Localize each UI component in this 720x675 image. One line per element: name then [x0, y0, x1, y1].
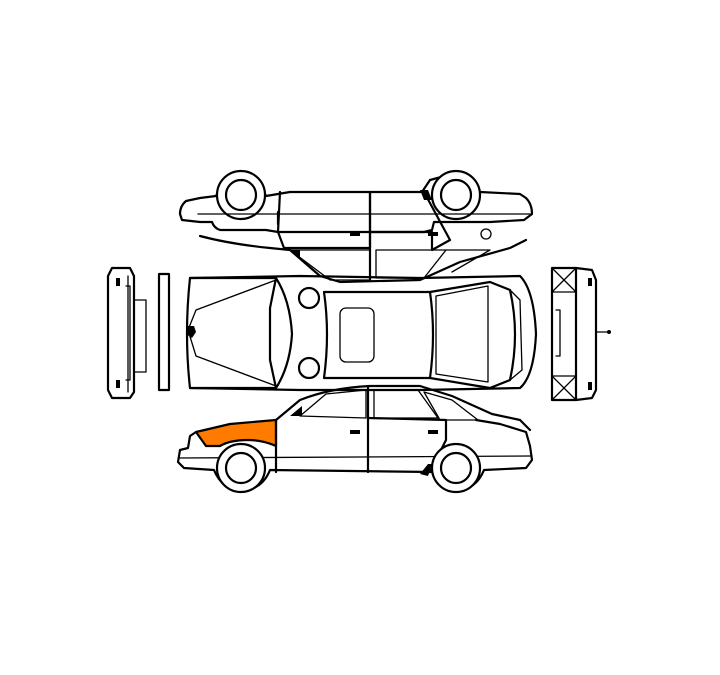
top-view	[185, 274, 538, 392]
right-side-view	[178, 169, 534, 284]
left-rear-wheel-hub	[439, 451, 473, 485]
rear-light-top	[588, 278, 592, 286]
front-view	[106, 266, 171, 400]
front-left-door[interactable]	[274, 384, 370, 474]
left-front-window	[299, 389, 367, 419]
left-side-view	[176, 384, 534, 494]
windshield-base	[274, 276, 294, 390]
front-left-fender[interactable]	[194, 418, 278, 448]
right-front-wheel-hub	[224, 178, 258, 212]
front-bumper[interactable]	[157, 272, 171, 392]
left-mirror-top	[297, 286, 321, 310]
left-pillar-mark	[420, 464, 432, 476]
left-mirror-mark	[290, 406, 302, 416]
front-right-door[interactable]	[276, 190, 372, 250]
trunk-lid[interactable]	[428, 280, 523, 390]
front-headlight-bottom	[116, 380, 120, 388]
right-mirror-top	[297, 356, 321, 380]
right-pillar-mark	[420, 190, 432, 200]
right-quarter-window	[445, 249, 491, 273]
right-rear-wheel-hub	[439, 178, 473, 212]
front-view-grille	[125, 285, 131, 381]
front-view-details	[127, 275, 147, 393]
rear-light-bottom	[588, 382, 592, 390]
roof[interactable]	[322, 290, 435, 380]
front-headlight-top	[116, 278, 120, 286]
right-fuel-cap	[480, 228, 492, 240]
front-view-outline	[106, 266, 136, 400]
antenna-tip	[607, 330, 611, 334]
rear-view	[550, 266, 611, 402]
right-side-greenhouse	[198, 234, 528, 284]
left-front-wheel-hub	[224, 451, 258, 485]
right-front-window	[289, 249, 371, 281]
left-rear-window	[373, 389, 439, 419]
left-side-greenhouse	[274, 384, 532, 432]
rear-bumper[interactable]	[550, 266, 578, 402]
rear-view-outline	[574, 266, 598, 402]
hood[interactable]	[186, 276, 278, 390]
right-mirror-mark	[290, 250, 300, 258]
